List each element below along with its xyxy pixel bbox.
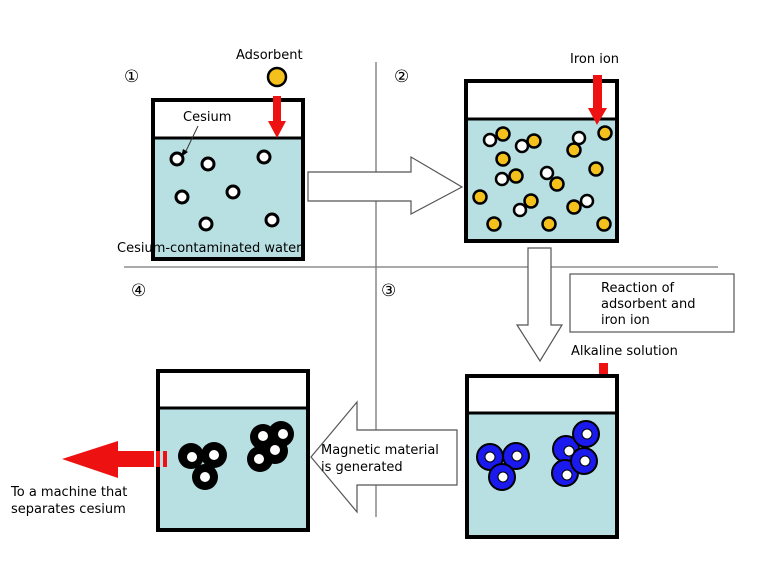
cesium-pointer-head xyxy=(181,149,188,157)
output-label-line2: separates cesium xyxy=(11,502,126,517)
reaction-label-line3: iron ion xyxy=(601,313,650,328)
adsorbent-particle xyxy=(266,66,288,88)
down-arrow-step2-to-3 xyxy=(515,247,564,363)
cesium-cores-blue-clusters xyxy=(484,428,593,483)
adsorbent-particles-step2 xyxy=(472,125,613,232)
red-left-arrow-icon xyxy=(62,441,167,478)
cesium-cores-black-clusters xyxy=(187,429,288,482)
cesium-particles xyxy=(169,149,280,232)
magnetic-label-line1: Magnetic material xyxy=(321,443,439,458)
step-number-2: ② xyxy=(394,67,409,87)
right-arrow-step1-to-2 xyxy=(307,155,464,215)
alkaline-solution-label: Alkaline solution xyxy=(571,344,678,359)
magnetic-label-line2: is generated xyxy=(321,460,403,475)
adsorbent-label: Adsorbent xyxy=(236,48,303,63)
red-down-arrow-icon xyxy=(588,75,607,125)
cesium-particles-step2 xyxy=(482,130,595,218)
step-number-1: ① xyxy=(124,67,139,87)
cesium-pointer xyxy=(184,125,199,154)
reaction-label-line2: adsorbent and xyxy=(601,297,695,312)
iron-ion-label: Iron ion xyxy=(570,52,619,67)
output-label-line1: To a machine that xyxy=(10,485,127,500)
step-number-4: ④ xyxy=(131,281,146,301)
contaminated-water-label: Cesium-contaminated water xyxy=(117,241,302,256)
step-number-3: ③ xyxy=(381,281,396,301)
left-arrow-step3-to-4 xyxy=(310,400,458,514)
cesium-label: Cesium xyxy=(183,110,231,125)
reaction-label-line1: Reaction of xyxy=(601,281,675,296)
reaction-label-box xyxy=(569,273,735,333)
red-down-arrow-icon xyxy=(268,96,286,138)
